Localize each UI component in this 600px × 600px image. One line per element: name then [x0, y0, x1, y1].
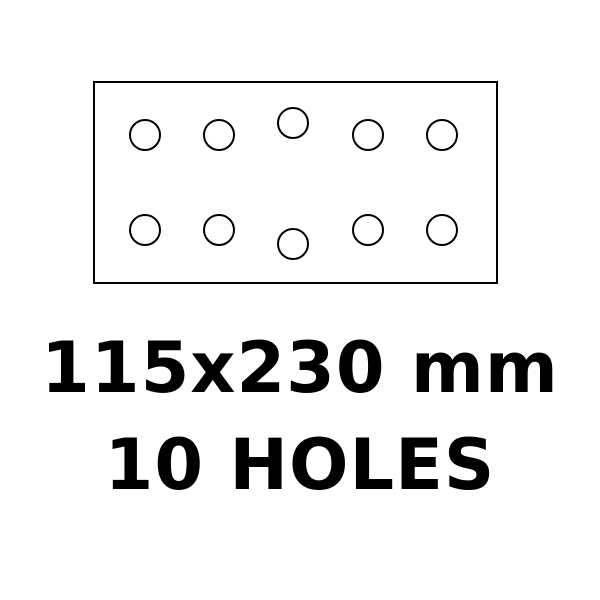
hole-9 — [352, 214, 384, 246]
hole-3 — [277, 107, 309, 139]
hole-6 — [129, 214, 161, 246]
holes-count-label: 10 HOLES — [104, 424, 496, 506]
hole-1 — [129, 119, 161, 151]
hole-2 — [203, 119, 235, 151]
hole-4 — [352, 119, 384, 151]
hole-5 — [426, 119, 458, 151]
sanding-pad-diagram — [93, 81, 498, 284]
hole-10 — [426, 214, 458, 246]
hole-8 — [277, 228, 309, 260]
hole-7 — [203, 214, 235, 246]
dimensions-label: 115x230 mm — [41, 327, 559, 409]
